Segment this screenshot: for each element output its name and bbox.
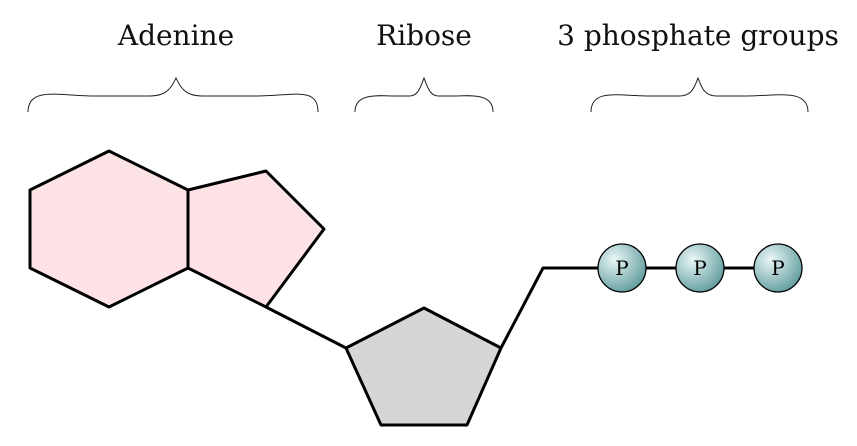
adenine-label: Adenine bbox=[117, 19, 234, 52]
phosphate-symbol: P bbox=[693, 256, 706, 280]
adenine-hexagon bbox=[28, 149, 190, 309]
phosphate-circle bbox=[753, 243, 803, 293]
adenine-ribose-bond bbox=[265, 305, 347, 350]
adenine-brace bbox=[27, 76, 319, 113]
phosphate-group-3: P bbox=[753, 243, 803, 293]
ribose-pentagon bbox=[344, 306, 503, 427]
phosphate-symbol: P bbox=[615, 256, 628, 280]
phosphate-circle bbox=[597, 243, 647, 293]
phosphates-label: 3 phosphate groups bbox=[557, 19, 839, 52]
phosphates-brace bbox=[590, 76, 809, 113]
phosphate-symbol: P bbox=[771, 256, 784, 280]
ribose-label: Ribose bbox=[376, 19, 472, 52]
ribose-brace bbox=[354, 76, 494, 113]
phosphate-group-2: P bbox=[675, 243, 725, 293]
phosphate-group-1: P bbox=[597, 243, 647, 293]
adenine-pentagon bbox=[186, 169, 326, 309]
phosphate-circle bbox=[675, 243, 725, 293]
ribose-phosphate-bond bbox=[499, 266, 622, 349]
